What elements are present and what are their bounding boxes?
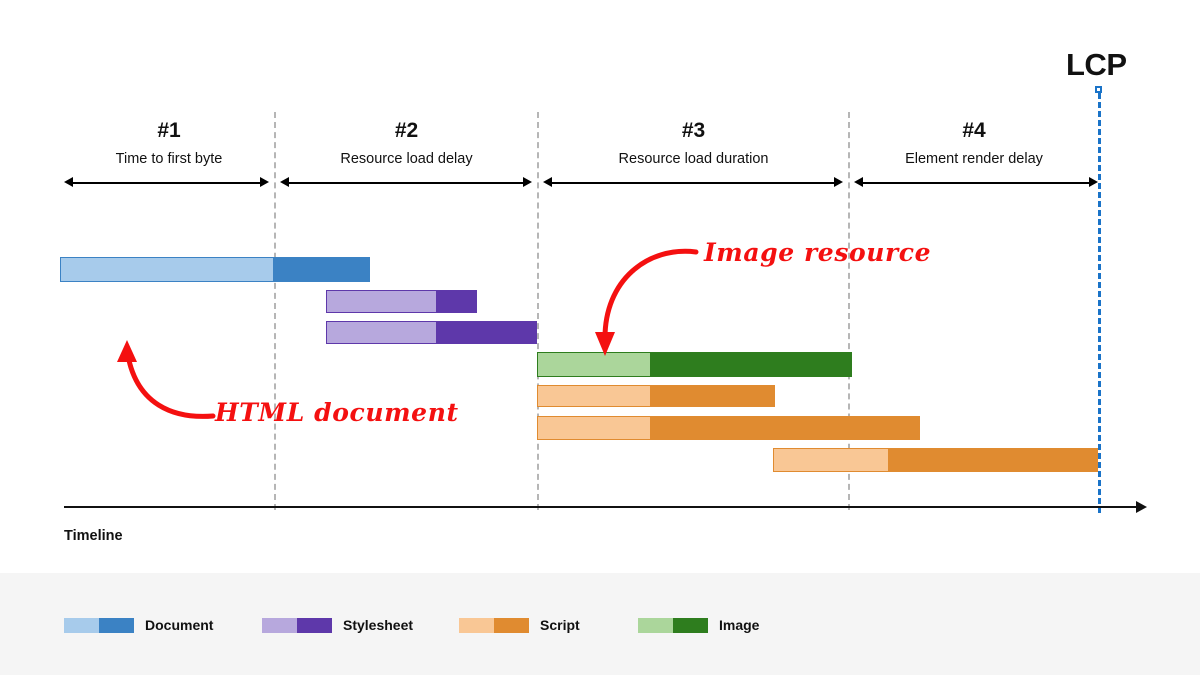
legend-label-script: Script bbox=[540, 617, 580, 633]
arrow-head-left-icon bbox=[64, 177, 73, 187]
legend-swatch-document-light bbox=[64, 617, 99, 633]
phase-3-number: #3 bbox=[681, 119, 706, 142]
phase-1-span-arrow bbox=[64, 177, 269, 188]
legend-swatch-stylesheet-light bbox=[262, 617, 297, 633]
script-bar-1-transfer-segment bbox=[650, 385, 775, 407]
script-bar-3-wait-segment bbox=[773, 448, 888, 472]
phase-2-label: Resource load delay bbox=[340, 151, 473, 167]
phase-2-number: #2 bbox=[394, 119, 419, 142]
lcp-title: LCP bbox=[1066, 47, 1127, 82]
timeline-axis bbox=[64, 506, 1138, 508]
legend-swatch-image bbox=[638, 617, 708, 633]
script-bar-3-transfer-segment bbox=[888, 448, 1098, 472]
phase-divider-3 bbox=[848, 112, 850, 510]
document-bar bbox=[60, 257, 370, 282]
phase-divider-2 bbox=[537, 112, 539, 510]
stylesheet-bar-2-transfer-segment bbox=[436, 321, 537, 344]
script-bar-2 bbox=[537, 416, 920, 440]
script-bar-1 bbox=[537, 385, 775, 407]
legend-swatch-document bbox=[64, 617, 134, 633]
legend-swatch-image-light bbox=[638, 617, 673, 633]
arrow-head-right-icon bbox=[523, 177, 532, 187]
arrow-shaft bbox=[286, 182, 526, 184]
phase-3-span-arrow bbox=[543, 177, 843, 188]
legend-band bbox=[0, 573, 1200, 675]
timeline-axis-label: Timeline bbox=[64, 528, 123, 544]
legend-label-image: Image bbox=[719, 617, 760, 633]
legend-item-image: Image bbox=[638, 617, 759, 633]
arrow-shaft bbox=[549, 182, 837, 184]
arrow-head-right-icon bbox=[834, 177, 843, 187]
phase-1: #1 Time to first byte bbox=[64, 120, 274, 167]
phase-4-number: #4 bbox=[962, 119, 986, 142]
legend-label-document: Document bbox=[145, 617, 214, 633]
phase-2-span-arrow bbox=[280, 177, 532, 188]
arrow-head-left-icon bbox=[854, 177, 863, 187]
stylesheet-bar-1-wait-segment bbox=[326, 290, 436, 313]
legend: Document Stylesheet Script Image bbox=[64, 617, 759, 633]
stylesheet-bar-1 bbox=[326, 290, 477, 313]
phase-4-label: Element render delay bbox=[905, 151, 1043, 167]
document-bar-wait-segment bbox=[60, 257, 273, 282]
arrow-head-left-icon bbox=[543, 177, 552, 187]
script-bar-3 bbox=[773, 448, 1098, 472]
arrow-shaft bbox=[70, 182, 263, 184]
legend-swatch-script-dark bbox=[494, 617, 529, 633]
legend-swatch-stylesheet-dark bbox=[297, 617, 332, 633]
lcp-vertical-line bbox=[1098, 93, 1101, 513]
script-bar-2-transfer-segment bbox=[650, 416, 920, 440]
phase-1-number: #1 bbox=[157, 119, 181, 142]
phase-2: #2 Resource load delay bbox=[276, 120, 537, 167]
arrow-head-right-icon bbox=[260, 177, 269, 187]
legend-swatch-stylesheet bbox=[262, 617, 332, 633]
timeline-axis-arrow-icon bbox=[1136, 501, 1147, 513]
legend-swatch-script-light bbox=[459, 617, 494, 633]
legend-label-stylesheet: Stylesheet bbox=[343, 617, 414, 633]
phase-4: #4 Element render delay bbox=[850, 120, 1098, 167]
script-bar-2-wait-segment bbox=[537, 416, 650, 440]
legend-item-stylesheet: Stylesheet bbox=[262, 617, 459, 633]
html-document-annotation-label: HTML document bbox=[215, 398, 459, 427]
arrow-head-left-icon bbox=[280, 177, 289, 187]
phase-4-span-arrow bbox=[854, 177, 1098, 188]
stylesheet-bar-2-wait-segment bbox=[326, 321, 436, 344]
phase-3: #3 Resource load duration bbox=[539, 120, 848, 167]
document-bar-transfer-segment bbox=[273, 257, 370, 282]
phase-1-label: Time to first byte bbox=[115, 151, 223, 167]
stylesheet-bar-1-transfer-segment bbox=[436, 290, 477, 313]
legend-swatch-image-dark bbox=[673, 617, 708, 633]
lcp-marker-icon bbox=[1095, 86, 1102, 93]
image-bar-transfer-segment bbox=[650, 352, 852, 377]
image-resource-annotation-arrow-icon bbox=[595, 248, 699, 356]
arrow-shaft bbox=[860, 182, 1092, 184]
legend-item-script: Script bbox=[459, 617, 638, 633]
legend-swatch-script bbox=[459, 617, 529, 633]
legend-swatch-document-dark bbox=[99, 617, 134, 633]
legend-item-document: Document bbox=[64, 617, 262, 633]
image-bar bbox=[537, 352, 852, 377]
script-bar-1-wait-segment bbox=[537, 385, 650, 407]
image-bar-wait-segment bbox=[537, 352, 650, 377]
image-resource-annotation-label: Image resource bbox=[704, 238, 932, 267]
html-document-annotation-arrow-icon bbox=[117, 340, 216, 419]
phase-3-label: Resource load duration bbox=[618, 151, 769, 167]
phase-divider-1 bbox=[274, 112, 276, 510]
stylesheet-bar-2 bbox=[326, 321, 537, 344]
arrow-head-right-icon bbox=[1089, 177, 1098, 187]
